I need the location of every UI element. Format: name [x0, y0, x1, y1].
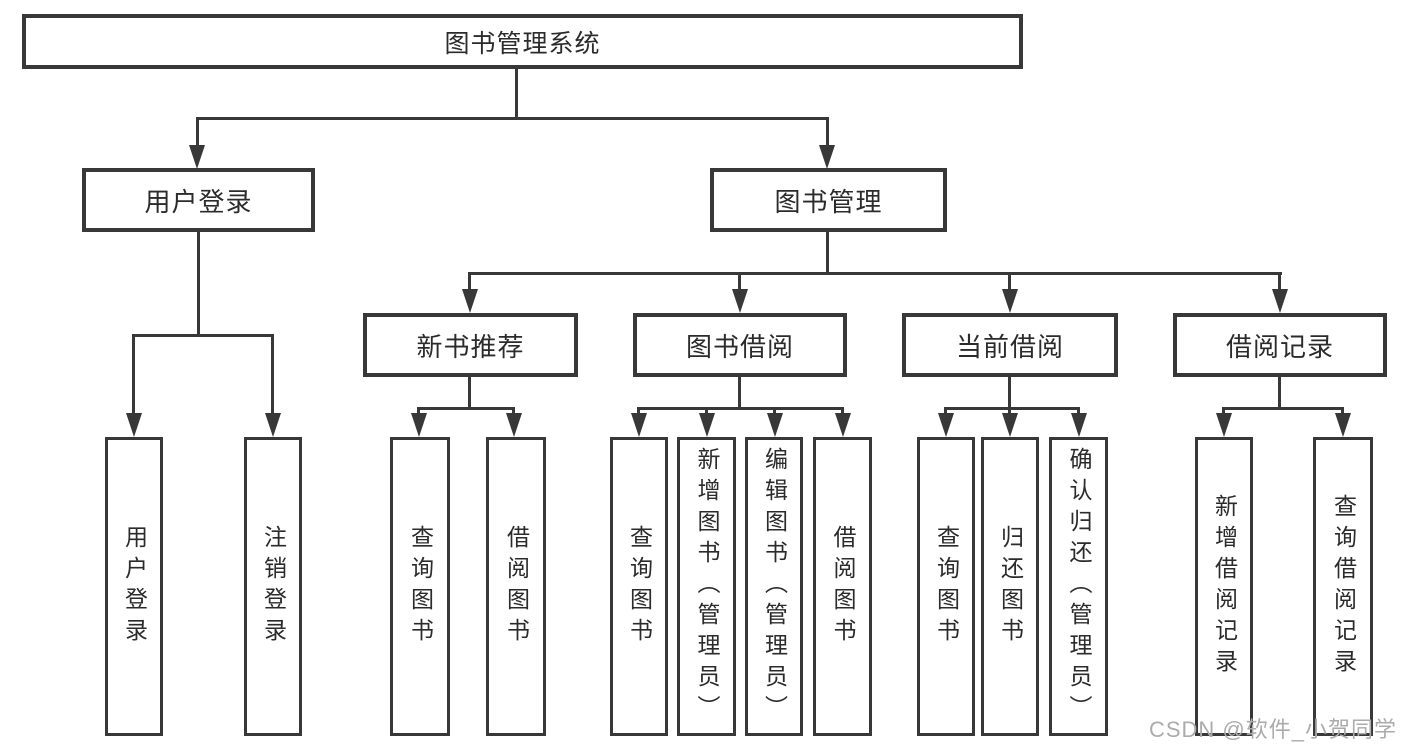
connector-stub-borrow-records [1278, 272, 1281, 291]
leaf-return-books: 归还图书 [981, 437, 1039, 736]
connector-current-borrow-vertical [1008, 377, 1011, 407]
node-new-book-recommend: 新书推荐 [363, 313, 578, 377]
leaf-logout-label: 注销登录 [260, 524, 287, 649]
leaf-query-books-current: 查询图书 [917, 437, 975, 736]
leaf-confirm-return-admin: 确认归还（管理员） [1049, 437, 1108, 736]
connector-book-borrow-horizontal [637, 407, 844, 410]
arrowhead [1335, 413, 1351, 437]
connector-new-book-vertical [468, 377, 471, 407]
leaf-label: 查询借阅记录 [1330, 493, 1357, 680]
node-root-label: 图书管理系统 [444, 29, 601, 58]
arrowhead-user-login [189, 145, 205, 169]
arrowhead-book-borrow [732, 289, 748, 313]
connector-current-borrow-horizontal [944, 407, 1080, 410]
connector-stub-leaf-logout [271, 334, 274, 415]
leaf-add-borrow-record: 新增借阅记录 [1195, 437, 1253, 736]
node-book-borrow: 图书借阅 [633, 313, 847, 377]
arrowhead [411, 413, 427, 437]
connector-stub [773, 407, 776, 415]
leaf-label: 归还图书 [997, 524, 1024, 649]
leaf-label: 新增图书（管理员） [694, 447, 720, 726]
connector-book-mgmt-horizontal [468, 272, 1282, 275]
leaf-edit-books-admin: 编辑图书（管理员） [745, 437, 803, 736]
connector-stub [417, 407, 420, 415]
connector-stub [705, 407, 708, 415]
node-root: 图书管理系统 [22, 14, 1023, 69]
leaf-borrow-books-recommend: 借阅图书 [486, 437, 546, 736]
connector-stub [1341, 407, 1344, 415]
connector-stub [1077, 407, 1080, 415]
connector-stub [944, 407, 947, 415]
leaf-label: 查询图书 [407, 524, 434, 649]
connector-new-book-horizontal [417, 407, 515, 410]
connector-stub-book-borrow [738, 272, 741, 291]
connector-root-vertical [515, 69, 518, 117]
connector-user-login-vertical [197, 232, 200, 334]
connector-stub-book-mgmt [826, 117, 829, 146]
node-current-borrow-label: 当前借阅 [955, 331, 1064, 362]
arrowhead-leaf-logout [265, 413, 281, 437]
connector-stub-current-borrow [1008, 272, 1011, 291]
connector-stub-user-login [196, 117, 199, 146]
arrowhead-borrow-records [1272, 289, 1288, 313]
connector-stub [1222, 407, 1225, 415]
leaf-logout: 注销登录 [244, 437, 302, 736]
arrowhead-new-book [462, 289, 478, 313]
arrowhead [699, 413, 715, 437]
leaf-label: 编辑图书（管理员） [761, 447, 788, 726]
arrowhead [835, 413, 851, 437]
node-borrow-records-label: 借阅记录 [1225, 331, 1334, 362]
leaf-label: 查询图书 [933, 524, 960, 649]
connector-user-login-horizontal [132, 334, 274, 337]
leaf-query-books-borrow: 查询图书 [610, 437, 668, 736]
connector-stub [637, 407, 640, 415]
leaf-user-login-label: 用户登录 [121, 524, 148, 649]
connector-stub-leaf-login [132, 334, 135, 415]
leaf-user-login: 用户登录 [105, 437, 163, 736]
connector-stub [512, 407, 515, 415]
leaf-label: 查询图书 [626, 524, 653, 649]
connector-stub-new-book [468, 272, 471, 291]
node-user-login-label: 用户登录 [144, 186, 253, 217]
leaf-query-borrow-record: 查询借阅记录 [1313, 437, 1373, 736]
arrowhead-current-borrow [1002, 289, 1018, 313]
connector-stub [1008, 407, 1011, 415]
connector-book-mgmt-vertical [826, 232, 829, 272]
leaf-label: 借阅图书 [503, 524, 530, 649]
watermark-text: CSDN @软件_小贺同学 [1148, 717, 1397, 742]
node-new-book-recommend-label: 新书推荐 [416, 331, 525, 362]
node-current-borrow: 当前借阅 [902, 313, 1118, 377]
connector-root-horizontal [196, 117, 829, 120]
connector-book-borrow-vertical [738, 377, 741, 407]
arrowhead [767, 413, 783, 437]
arrowhead [631, 413, 647, 437]
connector-borrow-records-horizontal [1222, 407, 1344, 410]
arrowhead-leaf-login [126, 413, 142, 437]
node-book-borrow-label: 图书借阅 [685, 331, 794, 362]
leaf-label: 确认归还（管理员） [1066, 447, 1092, 726]
leaf-borrow-books: 借阅图书 [813, 437, 872, 736]
leaf-query-books-recommend: 查询图书 [390, 437, 450, 736]
node-user-login: 用户登录 [82, 168, 315, 232]
arrowhead-book-mgmt [819, 145, 835, 169]
leaf-add-books-admin: 新增图书（管理员） [677, 437, 736, 736]
node-borrow-records: 借阅记录 [1173, 313, 1387, 377]
node-book-management-label: 图书管理 [774, 186, 883, 217]
leaf-label: 借阅图书 [830, 524, 856, 649]
node-book-management: 图书管理 [710, 168, 947, 232]
connector-borrow-records-vertical [1278, 377, 1281, 407]
arrowhead [938, 413, 954, 437]
leaf-label: 新增借阅记录 [1211, 493, 1238, 680]
connector-stub [841, 407, 844, 415]
arrowhead [1071, 413, 1087, 437]
arrowhead [506, 413, 522, 437]
arrowhead [1216, 413, 1232, 437]
arrowhead [1002, 413, 1018, 437]
